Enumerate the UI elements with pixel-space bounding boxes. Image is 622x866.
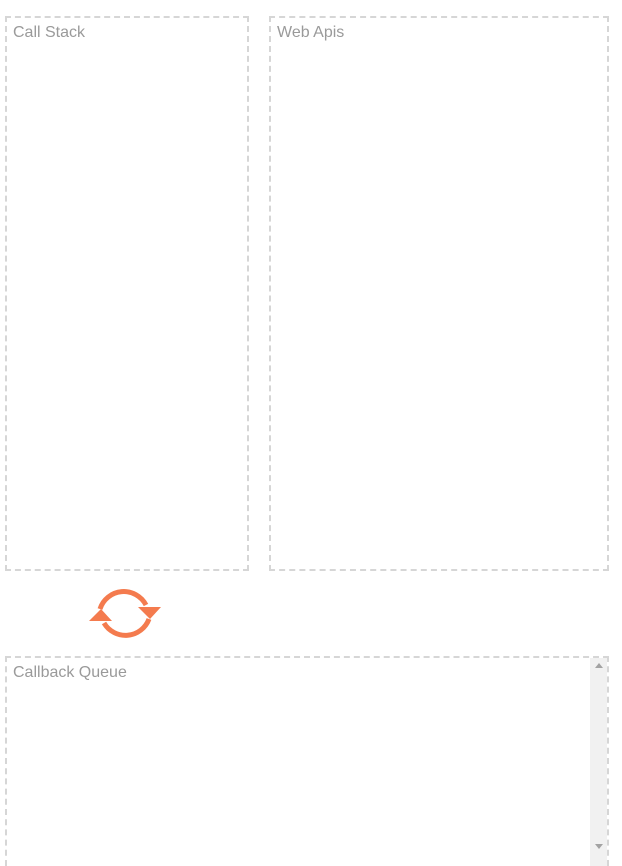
vertical-scrollbar[interactable]	[590, 658, 607, 866]
event-loop-icon	[88, 582, 162, 646]
web-apis-title: Web Apis	[277, 24, 345, 41]
call-stack-panel: Call Stack	[5, 16, 249, 571]
call-stack-title: Call Stack	[13, 24, 86, 41]
scroll-down-arrow-icon[interactable]	[590, 839, 607, 854]
callback-queue-panel[interactable]: Callback Queue	[5, 656, 609, 866]
refresh-cycle-icon	[89, 589, 161, 638]
scroll-up-arrow-icon[interactable]	[590, 658, 607, 673]
callback-queue-title: Callback Queue	[13, 664, 127, 681]
web-apis-panel: Web Apis	[269, 16, 609, 571]
